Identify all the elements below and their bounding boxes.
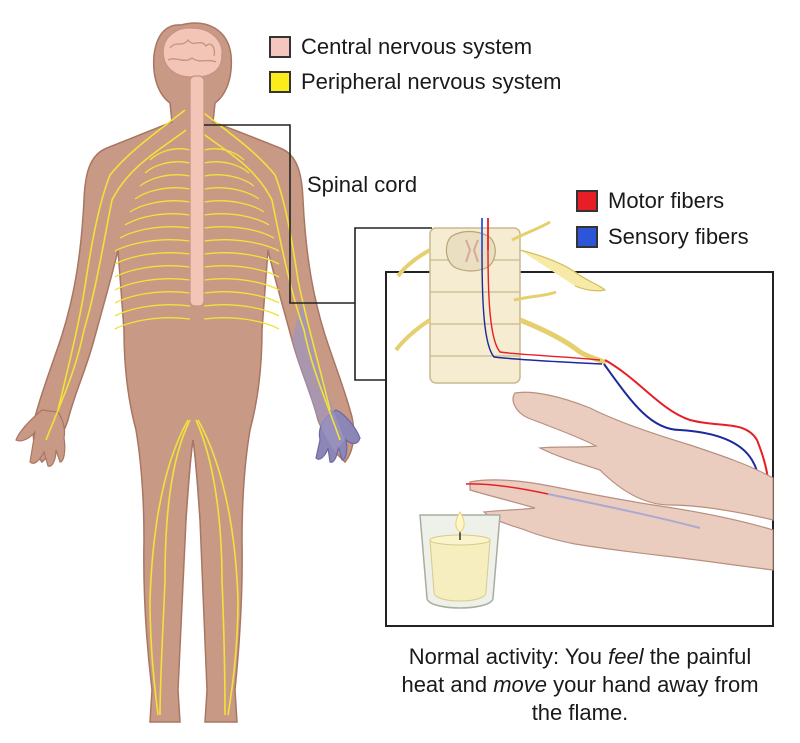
caption: Normal activity: You feel the painful he… — [395, 643, 765, 727]
intercostal-nerve — [114, 317, 191, 330]
caption-part3: your hand away from the flame. — [531, 672, 759, 725]
candle-glass — [419, 511, 501, 609]
intercostal-nerve — [203, 148, 245, 161]
lower-hand — [465, 479, 774, 571]
intercostal-nerve — [203, 265, 280, 278]
caption-feel: feel — [608, 644, 644, 669]
peripheral-nerves — [45, 109, 341, 716]
intercostal-nerve — [139, 174, 191, 187]
legend-label-motor: Motor fibers — [608, 188, 725, 213]
spinal-cord-segment — [394, 218, 608, 384]
caption-part1: Normal activity: You — [408, 644, 609, 669]
intercostal-nerve — [203, 278, 280, 291]
legend-label-pns: Peripheral nervous system — [301, 69, 562, 94]
intercostal-nerve — [114, 304, 191, 317]
caption-move: move — [493, 672, 547, 697]
legend-item-sensory: Sensory fibers — [576, 224, 749, 250]
intercostal-nerve — [134, 187, 191, 200]
intercostal-nerve — [124, 213, 191, 226]
intercostal-nerve — [203, 200, 265, 213]
intercostal-nerve — [129, 200, 191, 213]
central-nervous-system — [162, 27, 223, 307]
caption-part2: the painful heat and — [401, 644, 752, 697]
intercostal-nerves — [114, 148, 280, 330]
intercostal-nerve — [203, 161, 250, 174]
intercostal-nerve — [203, 239, 280, 252]
intercostal-nerve — [203, 174, 255, 187]
intercostal-nerve — [114, 252, 191, 265]
intercostal-nerve — [203, 252, 280, 265]
legend-label-cns: Central nervous system — [301, 34, 533, 59]
cns-swatch — [269, 36, 291, 58]
intercostal-nerve — [114, 265, 191, 278]
intercostal-nerve — [149, 148, 191, 161]
upper-hand — [512, 391, 774, 521]
intercostal-nerve — [114, 291, 191, 304]
intercostal-nerve — [203, 213, 270, 226]
intercostal-nerve — [203, 317, 280, 330]
legend-item-pns: Peripheral nervous system — [269, 69, 561, 95]
intercostal-nerve — [114, 278, 191, 291]
intercostal-nerve — [114, 239, 191, 252]
pns-swatch — [269, 71, 291, 93]
legend-item-cns: Central nervous system — [269, 34, 532, 60]
intercostal-nerve — [119, 226, 191, 239]
spinal-cord-label: Spinal cord — [307, 172, 418, 197]
legend-label-sensory: Sensory fibers — [608, 224, 749, 249]
intercostal-nerve — [203, 291, 280, 304]
intercostal-nerve — [203, 226, 275, 239]
legend-item-motor: Motor fibers — [576, 188, 724, 214]
motor-swatch — [576, 190, 598, 212]
sensory-swatch — [576, 226, 598, 248]
intercostal-nerve — [203, 304, 280, 317]
intercostal-nerve — [203, 187, 260, 200]
intercostal-nerve — [144, 161, 191, 174]
